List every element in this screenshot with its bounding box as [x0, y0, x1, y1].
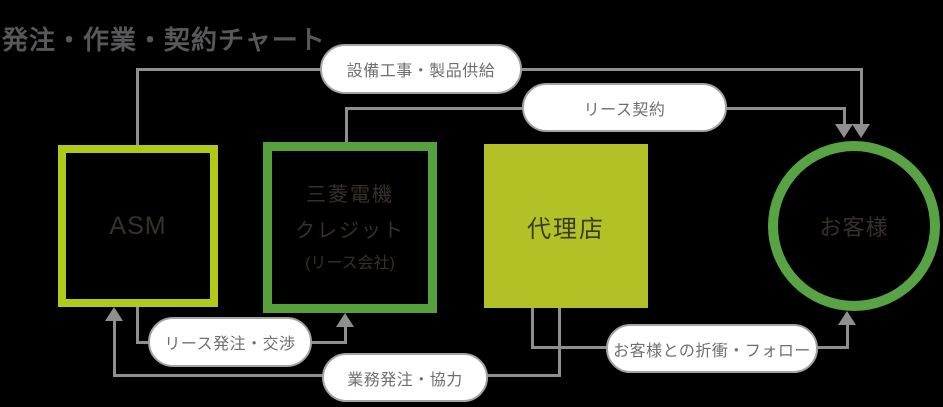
connector-customer-follow-vertical-to-customer	[846, 324, 849, 349]
edge-label-lease-order: リース発注・交渉	[148, 317, 312, 367]
edge-label-business-order-text: 業務発注・協力	[347, 371, 463, 389]
connector-lease-order-vertical-to-melco	[344, 326, 347, 344]
connector-business-order-vertical-to-asm	[113, 319, 116, 377]
connector-lease-contract-vertical-to-customer	[843, 107, 846, 125]
connector-lease-contract-vertical-from-melco	[345, 107, 348, 142]
node-asm-label: ASM	[109, 211, 167, 240]
edge-label-lease-contract: リース契約	[522, 83, 727, 132]
edge-label-lease-order-text: リース発注・交渉	[164, 336, 296, 353]
node-agency-label: 代理店	[527, 215, 605, 243]
node-asm: ASM	[58, 145, 218, 307]
edge-label-equipment-supply: 設備工事・製品供給	[320, 44, 522, 94]
connector-equipment-supply-vertical-from-asm	[136, 69, 139, 145]
chart-title: 発注・作業・契約チャート	[2, 25, 326, 55]
arrowhead-business-order-into-asm	[105, 307, 123, 321]
edge-label-equipment-supply-text: 設備工事・製品供給	[346, 63, 496, 80]
edge-label-customer-follow-text: お客様との折衝・フォロー	[613, 342, 811, 360]
arrowhead-lease-order-into-melco	[336, 313, 354, 327]
arrowhead-customer-follow-into-customer	[838, 311, 856, 325]
connector-customer-follow-vertical-from-agency	[531, 307, 534, 349]
connector-lease-order-vertical-from-asm	[136, 307, 139, 344]
connector-equipment-supply-vertical-to-customer	[860, 68, 863, 124]
node-melco-credit-label-line1: 三菱電機	[306, 183, 394, 206]
edge-label-lease-contract-text: リース契約	[583, 101, 666, 119]
node-customer-label: お客様	[819, 215, 889, 240]
node-melco-credit-label-line2: クレジット	[295, 219, 405, 242]
node-agency: 代理店	[484, 144, 648, 308]
node-customer: お客様	[768, 141, 940, 311]
node-melco-credit-label-line3: (リース会社)	[305, 254, 395, 272]
edge-label-business-order: 業務発注・協力	[322, 353, 488, 402]
arrowhead-lease-contract-into-customer	[835, 124, 853, 138]
node-melco-credit: 三菱電機 クレジット (リース会社)	[263, 142, 437, 313]
connector-business-order-vertical-from-agency	[558, 307, 561, 377]
edge-label-customer-follow: お客様との折衝・フォロー	[606, 324, 818, 373]
arrowhead-equipment-supply-into-customer	[852, 124, 870, 138]
